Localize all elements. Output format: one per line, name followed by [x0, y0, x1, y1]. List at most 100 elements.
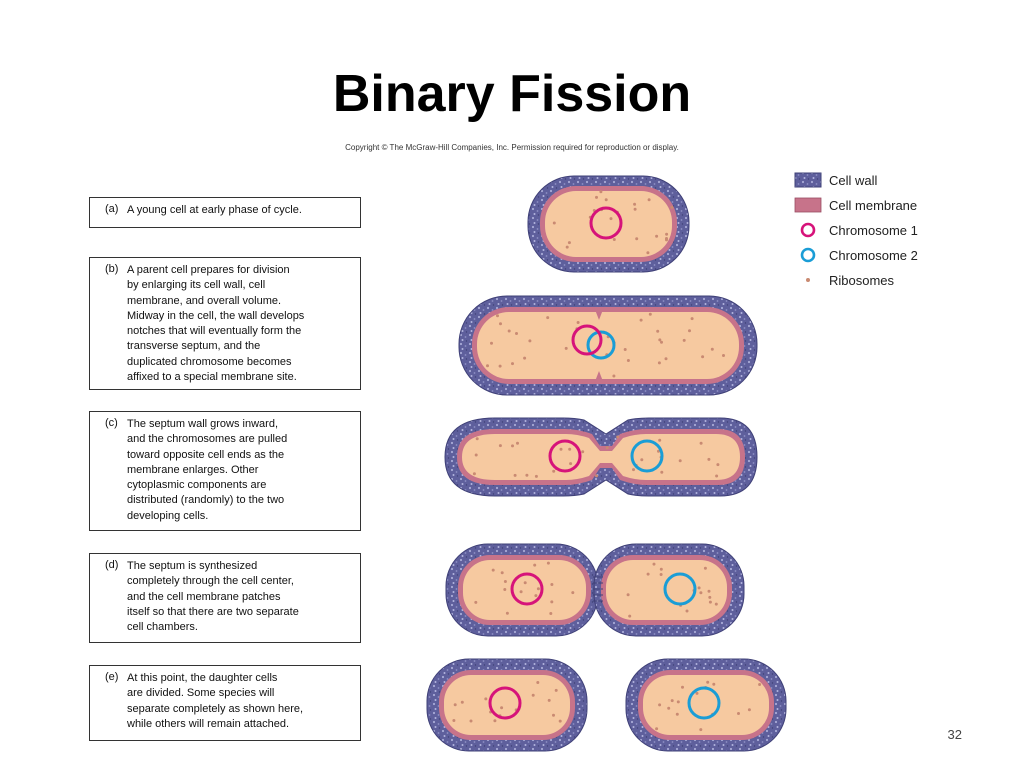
ribosome: [474, 600, 478, 604]
step-label: (c): [105, 417, 118, 429]
ribosome: [515, 332, 518, 335]
ribosome: [519, 590, 523, 594]
ribosome: [685, 609, 689, 613]
ribosome: [531, 693, 535, 697]
ribosome: [652, 562, 656, 566]
ribosome: [639, 318, 643, 322]
ribosome: [569, 462, 573, 466]
ribosome: [676, 700, 680, 704]
ribosome: [474, 453, 478, 457]
ribosome: [567, 241, 571, 245]
chromosome-1: [571, 324, 603, 356]
ribosome: [612, 374, 616, 378]
ribosome: [646, 251, 650, 255]
ribosome: [633, 207, 637, 211]
ribosome: [472, 472, 476, 476]
ribosome: [469, 719, 473, 723]
ribosome: [550, 600, 554, 604]
cell-stage-c: [444, 417, 758, 497]
ribosome: [646, 572, 650, 576]
ribosome: [576, 321, 580, 324]
ribosome: [660, 340, 663, 344]
ribosome: [708, 600, 712, 604]
legend-label-chromosome-1: Chromosome 1: [829, 223, 918, 238]
ribosome: [675, 712, 679, 716]
legend-label-cell-membrane: Cell membrane: [829, 198, 917, 213]
ribosome: [716, 463, 720, 467]
ribosome: [706, 680, 710, 684]
step-label: (e): [105, 671, 119, 683]
ribosome: [595, 195, 598, 199]
ribosome: [534, 594, 538, 598]
ribosome: [656, 329, 660, 333]
step-box-e: (e) At this point, the daughter cells ar…: [89, 665, 361, 741]
ribosome: [534, 474, 538, 478]
ribosome: [670, 699, 674, 703]
step-box-d: (d) The septum is synthesized completely…: [89, 553, 361, 643]
legend-label-ribosomes: Ribosomes: [829, 273, 895, 288]
ribosome: [628, 614, 632, 618]
ribosome: [486, 364, 489, 368]
ribosome: [626, 359, 630, 362]
chromosome-1-ring: [800, 222, 816, 238]
ribosome: [513, 473, 517, 477]
ribosome: [715, 474, 719, 478]
ribosome: [708, 595, 712, 599]
ribosome: [707, 589, 711, 593]
ribosome: [503, 580, 507, 583]
ribosome: [498, 444, 502, 448]
chromosome-1: [589, 206, 623, 240]
ribosome: [616, 435, 620, 439]
ribosome: [623, 348, 627, 351]
ribosome: [657, 361, 661, 365]
ribosome: [552, 221, 556, 225]
ribosome: [554, 688, 558, 692]
ribosome: [523, 356, 527, 360]
legend: Cell wall Cell membrane Chromosome 1 Chr…: [794, 172, 918, 288]
ribosome: [609, 217, 613, 221]
ribosome: [703, 566, 707, 570]
ribosome: [682, 338, 686, 342]
ribosome: [505, 611, 509, 615]
ribosome: [690, 317, 694, 321]
ribosome: [697, 586, 701, 590]
ribosome: [660, 470, 664, 474]
ribosome: [546, 561, 550, 565]
step-box-a: (a) A young cell at early phase of cycle…: [89, 197, 361, 228]
ribosome: [664, 357, 668, 361]
ribosome-dot: [806, 278, 810, 282]
ribosome: [695, 691, 699, 695]
ribosome: [452, 719, 456, 722]
ribosome: [626, 593, 630, 597]
step-text: At this point, the daughter cells are di…: [127, 672, 304, 730]
ribosome: [571, 591, 575, 595]
chromosome-1: [510, 572, 544, 606]
ribosome: [699, 441, 703, 445]
ribosome: [498, 364, 502, 368]
ribosome: [670, 205, 674, 209]
ribosome: [550, 583, 554, 586]
ribosome: [605, 446, 609, 450]
ribosome: [475, 437, 479, 441]
legend-label-chromosome-2: Chromosome 2: [829, 248, 918, 263]
slide-title: Binary Fission: [332, 65, 692, 123]
ribosome: [710, 347, 714, 351]
ribosome: [559, 447, 563, 451]
chromosome-2: [663, 572, 697, 606]
ribosome: [655, 727, 659, 731]
step-label: (a): [105, 203, 119, 215]
ribosome: [500, 706, 504, 710]
step-label: (b): [105, 263, 119, 275]
ribosome: [737, 712, 740, 715]
copyright-notice: Copyright © The McGraw-Hill Companies, I…: [345, 143, 679, 152]
ribosome: [678, 459, 682, 463]
ribosome: [581, 450, 585, 454]
ribosome: [565, 245, 569, 249]
ribosome: [546, 316, 550, 320]
ribosome: [552, 713, 555, 717]
ribosome: [712, 682, 716, 686]
page-number: 32: [947, 727, 962, 742]
ribosome: [490, 341, 493, 345]
ribosome: [633, 202, 637, 206]
